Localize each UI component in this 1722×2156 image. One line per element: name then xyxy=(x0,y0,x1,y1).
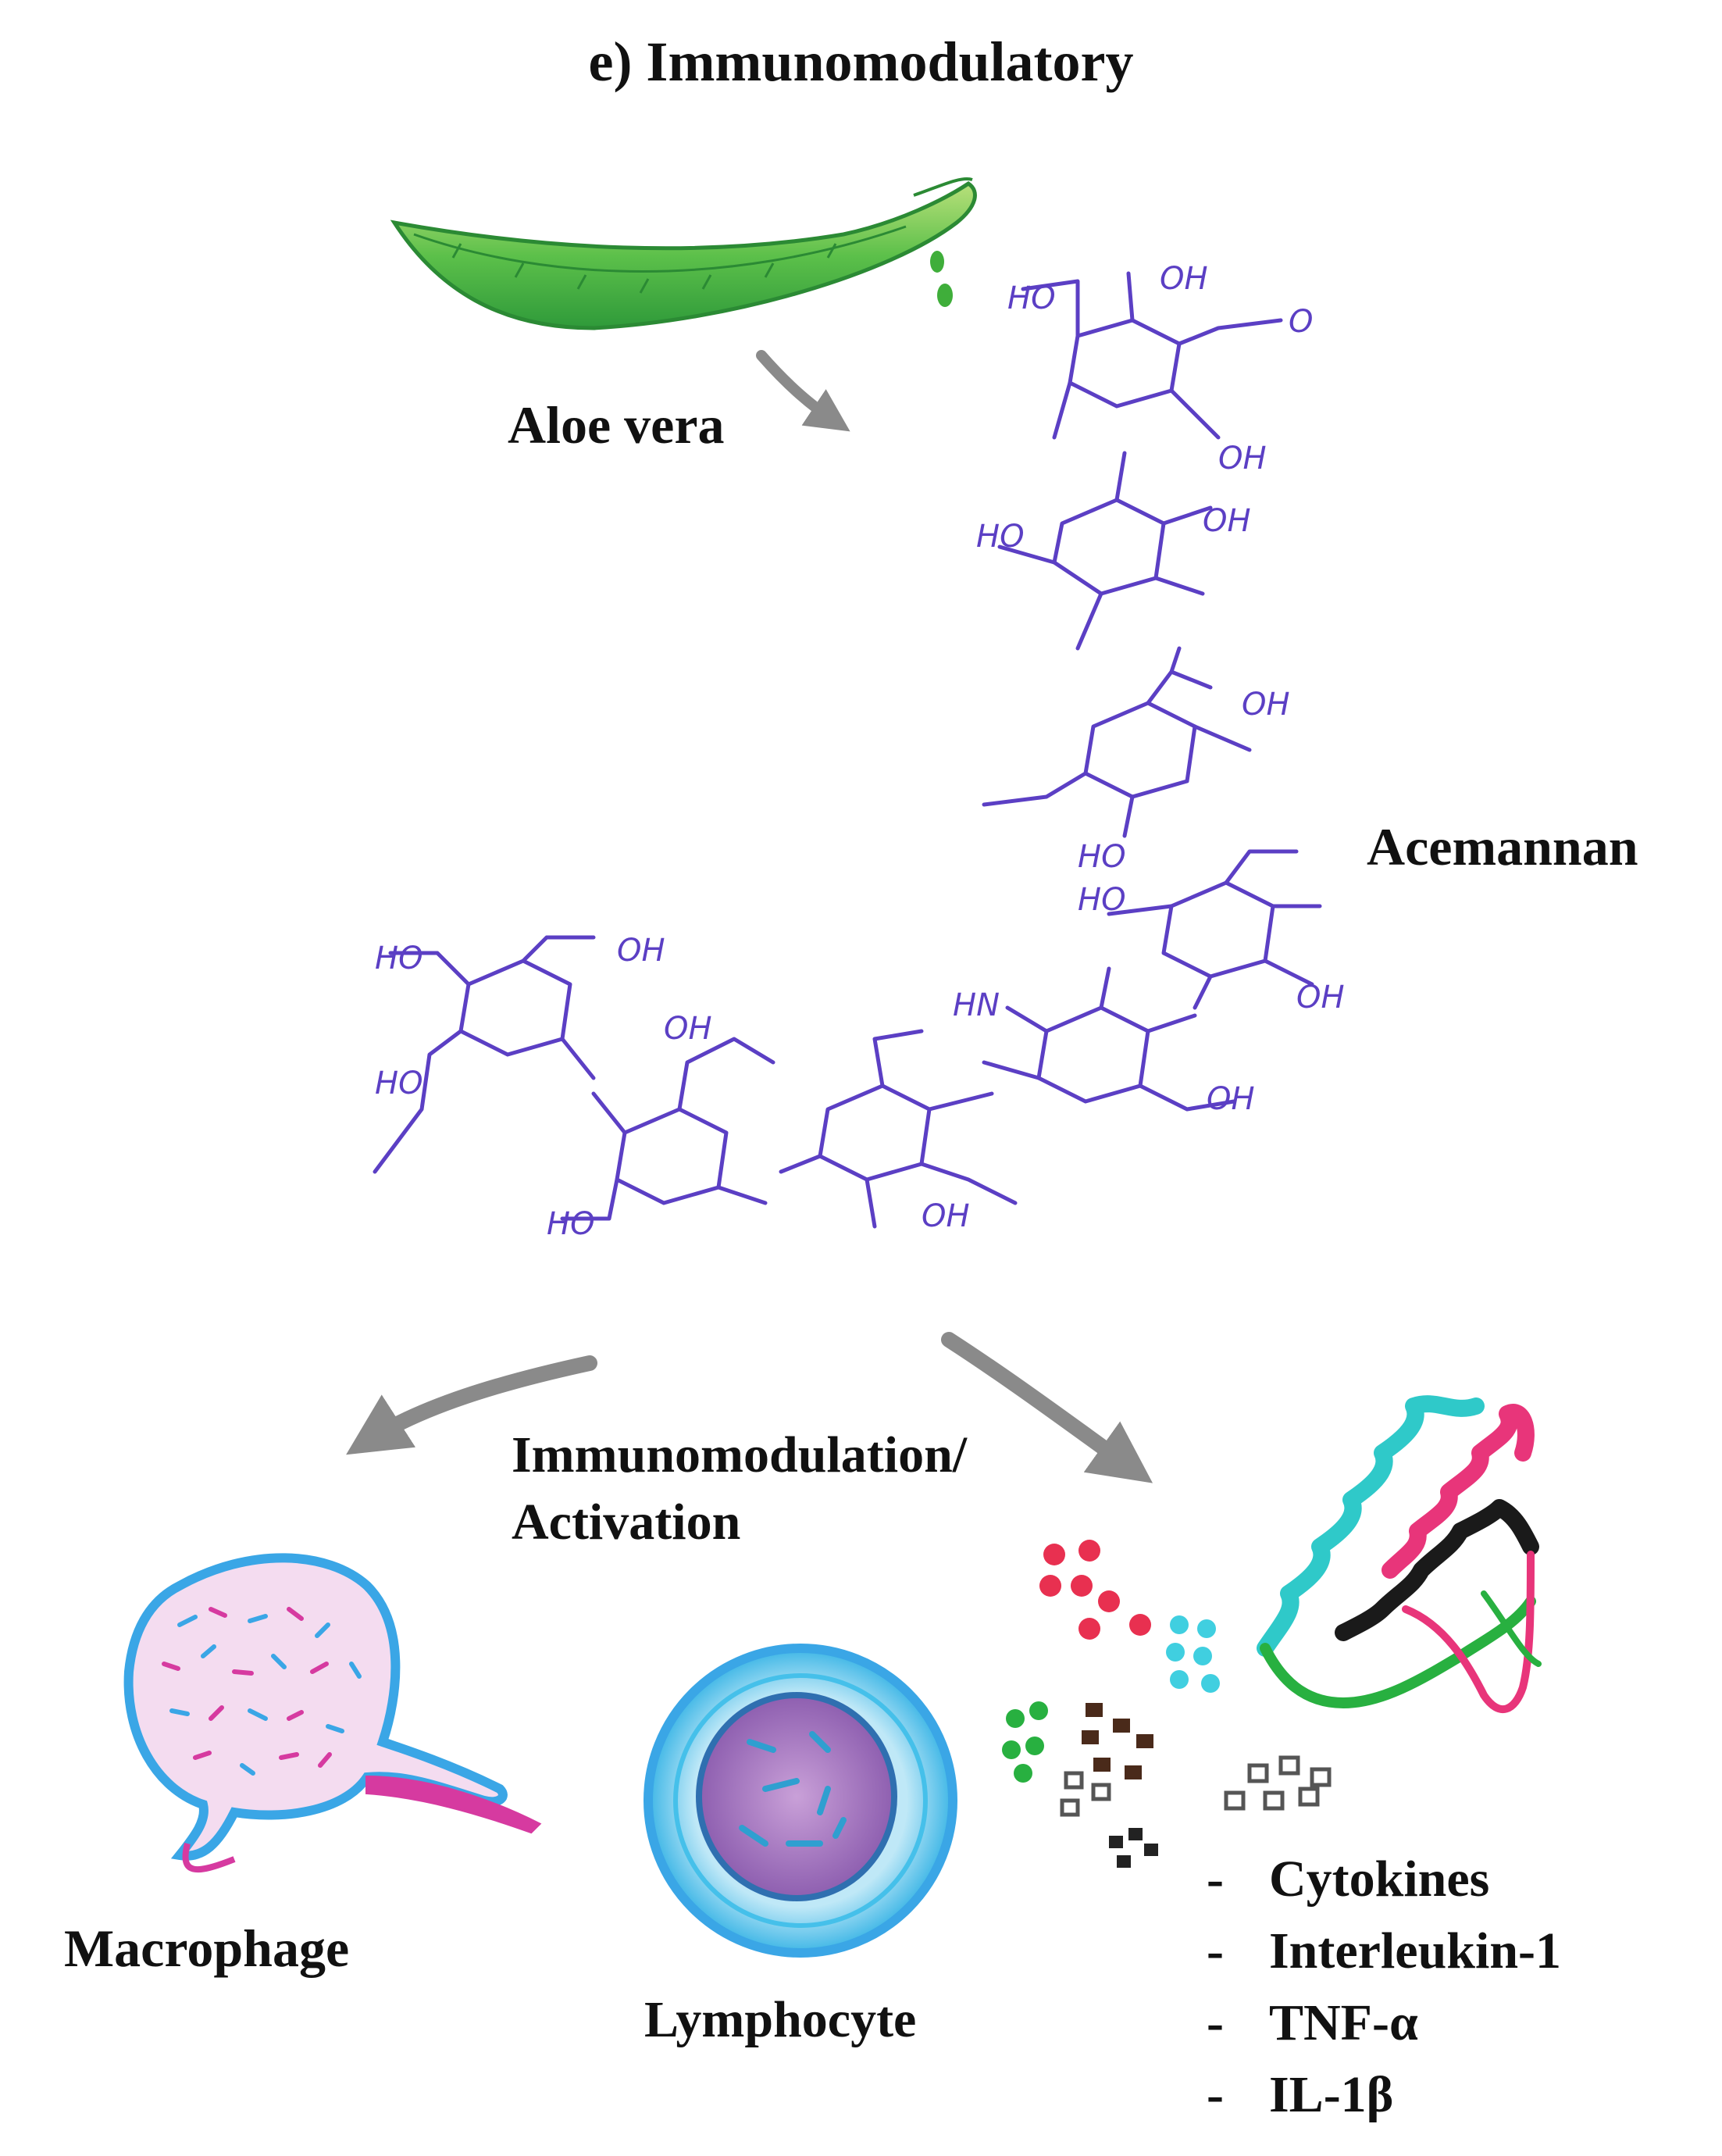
mol-label-ho: HO xyxy=(1078,882,1126,918)
aloe-vera-label: Aloe vera xyxy=(508,395,725,455)
list-dash: - xyxy=(1207,2066,1224,2123)
mol-label-oh: OH xyxy=(1218,441,1267,477)
mol-label-ho: HO xyxy=(976,519,1025,555)
list-item-label: TNF-α xyxy=(1269,1994,1418,2051)
cytokine-list: -Cytokines -Interleukin-1 -TNF-α -IL-1β xyxy=(1207,1844,1561,2131)
aloe-drops-icon xyxy=(930,251,953,307)
aloe-to-acemannan-arrow xyxy=(756,350,850,432)
mol-label-ho: HO xyxy=(375,941,423,976)
lymphocyte-label: Lymphocyte xyxy=(644,1991,917,2048)
mol-label-hn: HN xyxy=(953,987,1000,1023)
lymphocyte-illustration xyxy=(644,1644,957,1958)
mol-label-oh: OH xyxy=(922,1198,970,1234)
mol-label-o: O xyxy=(1289,304,1313,340)
list-item-label: Interleukin-1 xyxy=(1269,1922,1562,1979)
list-item-label: Cytokines xyxy=(1269,1851,1490,1908)
immunomodulation-label: Immunomodulation/ Activation xyxy=(512,1422,967,1556)
mol-label-oh: OH xyxy=(664,1011,712,1047)
aloe-leaf-icon xyxy=(390,177,977,330)
figure-title: e) Immunomodulatory xyxy=(588,30,1134,93)
list-item: -Interleukin-1 xyxy=(1207,1915,1561,1987)
mol-label-ho: HO xyxy=(375,1066,423,1101)
protein-ribbon-illustration xyxy=(1257,1395,1542,1714)
arrow-to-macrophage xyxy=(346,1355,597,1455)
mol-label-ho: HO xyxy=(1078,839,1126,875)
list-item: -IL-1β xyxy=(1207,2059,1561,2131)
macrophage-label: Macrophage xyxy=(64,1919,350,1978)
mol-label-oh: OH xyxy=(1160,261,1208,297)
mol-label-ho: HO xyxy=(1007,280,1056,316)
arrow-to-cytokines xyxy=(941,1332,1153,1483)
list-dash: - xyxy=(1207,1851,1224,1908)
acemannan-label: Acemannan xyxy=(1367,817,1638,876)
list-item: -TNF-α xyxy=(1207,1987,1561,2059)
list-dash: - xyxy=(1207,1994,1224,2051)
mol-label-ho: HO xyxy=(547,1206,595,1242)
mol-label-oh: OH xyxy=(1207,1081,1255,1117)
list-item-label: IL-1β xyxy=(1269,2066,1394,2123)
cytokines-illustration xyxy=(1002,1540,1332,1868)
list-item: -Cytokines xyxy=(1207,1844,1561,1915)
immunomodulation-label-line1: Immunomodulation/ xyxy=(512,1426,968,1483)
mol-label-oh: OH xyxy=(617,933,665,969)
acemannan-molecule-labels: HO OH O OH HO OH OH HO HO OH HN OH OH HO… xyxy=(375,261,1345,1242)
immunomodulation-label-line2: Activation xyxy=(512,1493,741,1551)
mol-label-oh: OH xyxy=(1203,503,1251,539)
acemannan-molecule-diagram xyxy=(373,271,1322,1229)
macrophage-illustration xyxy=(123,1553,542,1872)
mol-label-oh: OH xyxy=(1242,687,1290,723)
list-dash: - xyxy=(1207,1922,1224,1979)
mol-label-oh: OH xyxy=(1296,980,1345,1016)
